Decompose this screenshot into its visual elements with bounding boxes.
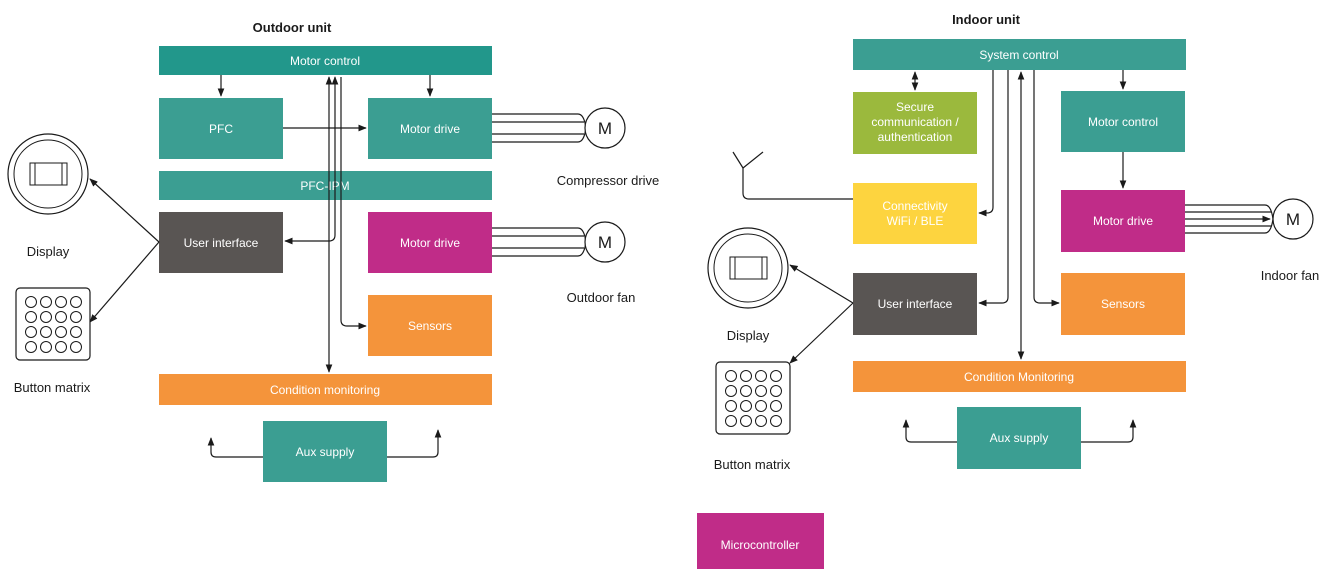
matrix-button — [725, 400, 737, 412]
indoor-sensors-block: Sensors — [1061, 273, 1185, 335]
indoor-condition-monitoring-block: Condition Monitoring — [853, 361, 1186, 392]
outdoor-sensors-label: Sensors — [408, 319, 452, 333]
matrix-button — [55, 311, 67, 323]
indoor-button-matrix-label: Button matrix — [714, 457, 791, 472]
outdoor-unit-title: Outdoor unit — [253, 20, 332, 35]
indoor-unit: Indoor unit System control Secure commun… — [707, 12, 1320, 472]
matrix-button — [755, 385, 767, 397]
matrix-button — [40, 341, 52, 353]
outdoor-unit: Outdoor unit Motor control PFC Motor dri… — [7, 20, 660, 482]
matrix-button — [25, 341, 37, 353]
matrix-button — [55, 296, 67, 308]
outdoor-display-icon — [7, 133, 89, 215]
outdoor-user-interface-label: User interface — [184, 236, 259, 250]
outdoor-button-matrix-icon — [15, 287, 91, 361]
outdoor-user-interface-block: User interface — [159, 212, 283, 273]
svg-text:Sensors: Sensors — [1101, 297, 1145, 311]
indoor-display-label: Display — [727, 328, 770, 343]
outdoor-display-label: Display — [27, 244, 70, 259]
matrix-button — [725, 370, 737, 382]
svg-text:M: M — [598, 233, 612, 252]
matrix-button — [740, 400, 752, 412]
matrix-button — [770, 400, 782, 412]
matrix-button — [740, 415, 752, 427]
svg-text:M: M — [598, 119, 612, 138]
pfc-label: PFC — [209, 122, 233, 136]
matrix-button — [70, 296, 82, 308]
outdoor-connections — [89, 75, 587, 458]
outdoor-motor-drive-fan-block: Motor drive — [368, 212, 492, 273]
indoor-motor-drive-block: Motor drive — [1061, 190, 1185, 252]
outdoor-motor-drive-compressor-block: Motor drive — [368, 98, 492, 159]
pfc-ipm-block: PFC-IPM — [159, 171, 492, 200]
system-control-label: System control — [979, 48, 1058, 62]
indoor-aux-supply-block: Aux supply — [957, 407, 1081, 469]
outdoor-button-matrix-label: Button matrix — [14, 380, 91, 395]
matrix-button — [770, 385, 782, 397]
matrix-button — [70, 341, 82, 353]
svg-text:Condition Monitoring: Condition Monitoring — [964, 370, 1074, 384]
matrix-button — [40, 311, 52, 323]
matrix-button — [740, 370, 752, 382]
indoor-unit-title: Indoor unit — [952, 12, 1021, 27]
outdoor-condition-monitoring-block: Condition monitoring — [159, 374, 492, 405]
matrix-button — [40, 296, 52, 308]
outdoor-fan-motor-icon: M — [584, 221, 626, 263]
secure-communication-block: Secure communication / authentication — [853, 92, 977, 154]
svg-text:authentication: authentication — [878, 130, 953, 144]
svg-text:WiFi / BLE: WiFi / BLE — [887, 214, 944, 228]
matrix-button — [725, 415, 737, 427]
legend-microcontroller: Microcontroller — [697, 513, 824, 569]
matrix-button — [755, 415, 767, 427]
matrix-button — [70, 311, 82, 323]
svg-text:communication /: communication / — [871, 115, 959, 129]
indoor-button-matrix-icon — [715, 361, 791, 435]
svg-text:Motor control: Motor control — [1088, 115, 1158, 129]
matrix-button — [55, 341, 67, 353]
matrix-button — [25, 296, 37, 308]
svg-text:Motor drive: Motor drive — [1093, 214, 1153, 228]
pfc-block: PFC — [159, 98, 283, 159]
legend-microcontroller-label: Microcontroller — [721, 538, 800, 552]
indoor-motor-control-block: Motor control — [1061, 91, 1185, 152]
svg-text:User interface: User interface — [878, 297, 953, 311]
outdoor-sensors-block: Sensors — [368, 295, 492, 356]
matrix-button — [55, 326, 67, 338]
outdoor-aux-supply-label: Aux supply — [296, 445, 355, 459]
outdoor-condition-monitoring-label: Condition monitoring — [270, 383, 380, 397]
outdoor-motor-drive-1-label: Motor drive — [400, 122, 460, 136]
indoor-display-icon — [707, 227, 789, 309]
matrix-button — [725, 385, 737, 397]
matrix-button — [40, 326, 52, 338]
compressor-drive-label: Compressor drive — [557, 173, 660, 188]
pfc-ipm-label: PFC-IPM — [300, 179, 349, 193]
svg-text:Connectivity: Connectivity — [882, 199, 947, 213]
svg-text:M: M — [1286, 210, 1300, 229]
matrix-button — [755, 370, 767, 382]
matrix-button — [770, 415, 782, 427]
matrix-button — [770, 370, 782, 382]
svg-text:Secure: Secure — [896, 100, 934, 114]
svg-text:Aux supply: Aux supply — [990, 431, 1049, 445]
matrix-button — [740, 385, 752, 397]
connectivity-block: Connectivity WiFi / BLE — [853, 183, 977, 244]
outdoor-aux-supply-block: Aux supply — [263, 421, 387, 482]
indoor-fan-motor-icon: M — [1272, 198, 1314, 240]
outdoor-motor-drive-2-label: Motor drive — [400, 236, 460, 250]
matrix-button — [755, 400, 767, 412]
matrix-button — [70, 326, 82, 338]
outdoor-compressor-motor-icon: M — [584, 107, 626, 149]
indoor-user-interface-block: User interface — [853, 273, 977, 335]
indoor-connections — [732, 70, 1274, 443]
matrix-button — [25, 326, 37, 338]
system-control-block: System control — [853, 39, 1186, 70]
outdoor-motor-control-label: Motor control — [290, 54, 360, 68]
matrix-button — [25, 311, 37, 323]
outdoor-fan-label: Outdoor fan — [567, 290, 636, 305]
indoor-fan-label: Indoor fan — [1261, 268, 1320, 283]
outdoor-motor-control-block: Motor control — [159, 46, 492, 75]
